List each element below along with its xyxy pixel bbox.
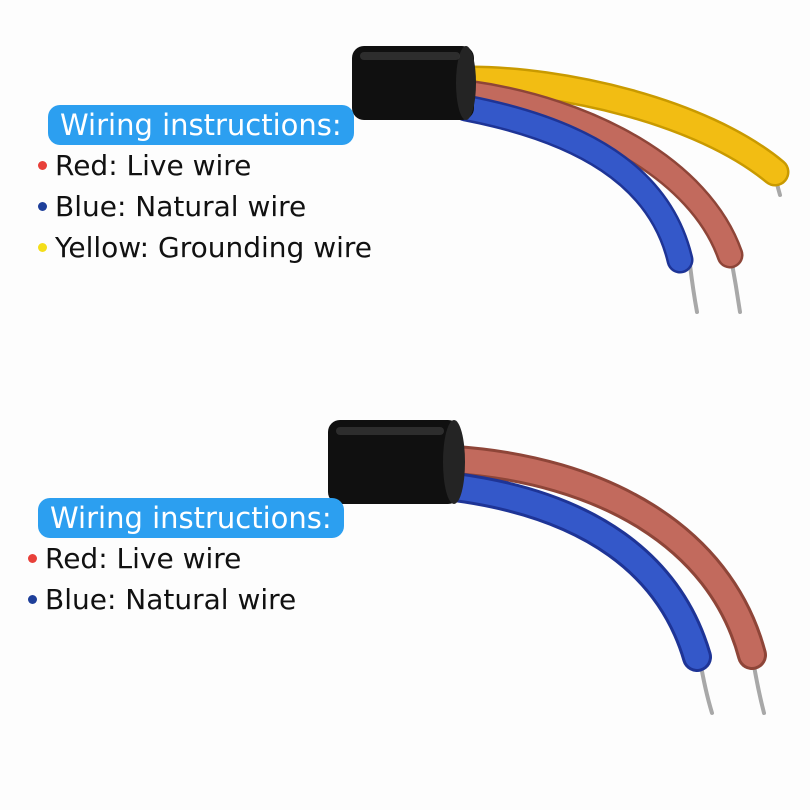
wire-color-legend: Red: Live wire Blue: Natural wire Yellow… xyxy=(38,145,372,268)
legend-item-blue: Blue: Natural wire xyxy=(28,579,296,620)
legend-item-red: Red: Live wire xyxy=(38,145,372,186)
legend-item-blue: Blue: Natural wire xyxy=(38,186,372,227)
red-dot-icon xyxy=(28,554,37,563)
legend-item-red: Red: Live wire xyxy=(28,538,296,579)
three-core-panel: Wiring instructions: Red: Live wire Blue… xyxy=(0,0,810,400)
blue-dot-icon xyxy=(38,202,47,211)
legend-item-label: Blue: Natural wire xyxy=(45,583,297,616)
yellow-dot-icon xyxy=(38,243,47,252)
legend-item-label: Red: Live wire xyxy=(45,542,242,575)
red-dot-icon xyxy=(38,161,47,170)
legend-item-label: Yellow: Grounding wire xyxy=(55,231,372,264)
legend-item-label: Red: Live wire xyxy=(55,149,252,182)
wiring-instructions-heading: Wiring instructions: xyxy=(48,105,354,145)
wire-color-legend: Red: Live wire Blue: Natural wire xyxy=(28,538,296,620)
three-core-cable-photo xyxy=(352,46,790,314)
two-core-panel: Wiring instructions: Red: Live wire Blue… xyxy=(0,405,810,805)
legend-item-yellow: Yellow: Grounding wire xyxy=(38,227,372,268)
legend-item-label: Blue: Natural wire xyxy=(55,190,307,223)
two-core-cable-photo xyxy=(328,420,767,715)
blue-dot-icon xyxy=(28,595,37,604)
wiring-instructions-heading: Wiring instructions: xyxy=(38,498,344,538)
